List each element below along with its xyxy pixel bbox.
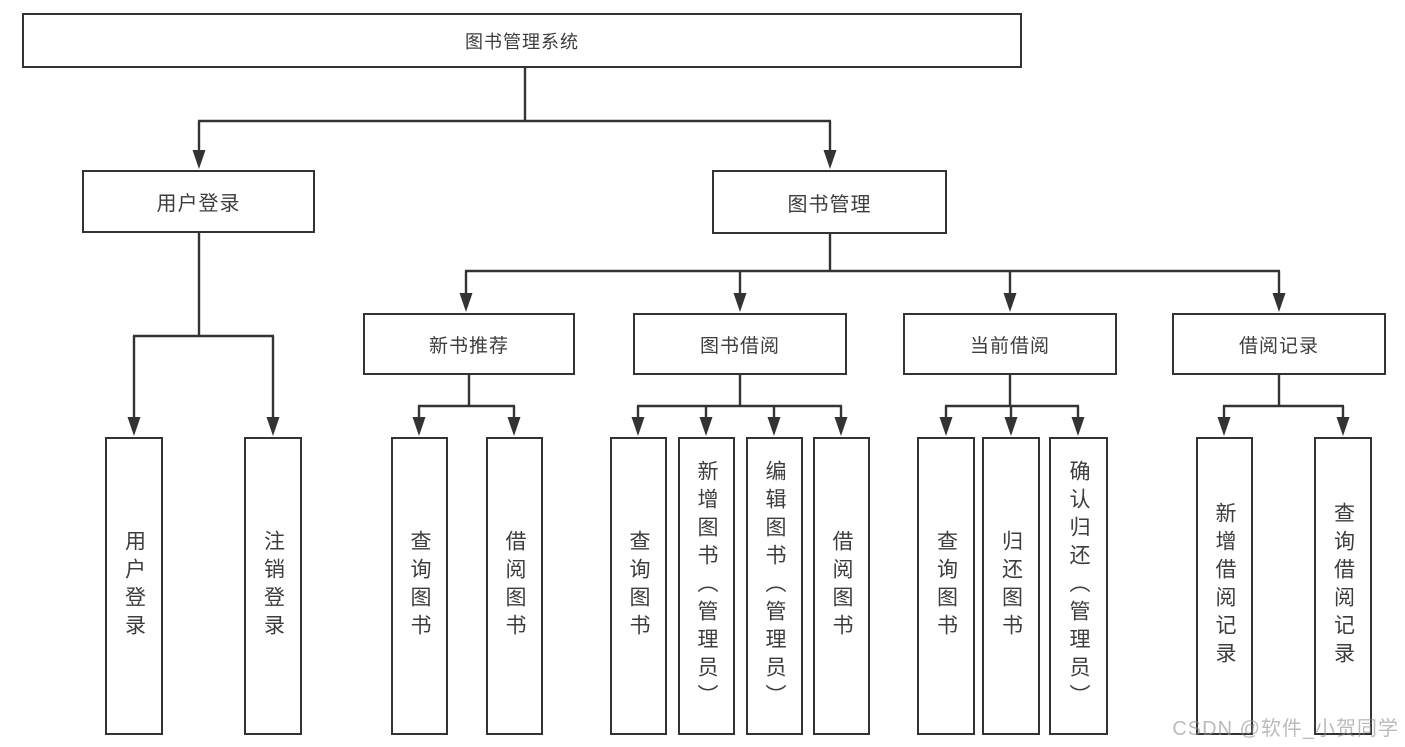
node-label: 查询借阅记录 (1331, 502, 1355, 670)
node-label: 新书推荐 (428, 335, 509, 357)
arrowhead-group (127, 150, 1350, 436)
node-label: 查询图书 (408, 530, 431, 642)
node-book-management: 图书管理 (712, 170, 947, 234)
node-label: 借阅记录 (1238, 335, 1319, 357)
node-label: 用户登录 (156, 193, 241, 215)
node-label: 新增借阅记录 (1213, 502, 1236, 670)
node-new-book-recommend: 新书推荐 (363, 313, 575, 375)
leaf-query-book-1: 查询图书 (391, 437, 448, 735)
leaf-borrow-book-1: 借阅图书 (486, 437, 543, 735)
leaf-query-borrow-record: 查询借阅记录 (1314, 437, 1372, 735)
node-label: 借阅图书 (503, 530, 526, 642)
leaf-edit-book-admin: 编辑图书（管理员） (746, 437, 803, 735)
leaf-query-book-2: 查询图书 (610, 437, 667, 735)
leaf-borrow-book-2: 借阅图书 (813, 437, 870, 735)
leaf-confirm-return-admin: 确认归还（管理员） (1049, 437, 1108, 735)
node-borrow-record: 借阅记录 (1172, 313, 1386, 375)
node-label: 新增图书（管理员） (695, 460, 718, 712)
node-label: 归还图书 (999, 530, 1023, 642)
node-label: 查询图书 (934, 530, 958, 642)
leaf-add-book-admin: 新增图书（管理员） (678, 437, 735, 735)
node-user-login: 用户登录 (82, 170, 315, 233)
node-label: 查询图书 (627, 530, 650, 642)
node-label: 注销登录 (261, 530, 285, 642)
leaf-add-borrow-record: 新增借阅记录 (1196, 437, 1253, 735)
node-library-management-system: 图书管理系统 (22, 13, 1022, 68)
node-label: 确认归还（管理员） (1067, 460, 1090, 712)
node-label: 借阅图书 (830, 530, 853, 642)
node-book-borrow: 图书借阅 (633, 313, 847, 375)
node-label: 用户登录 (122, 530, 146, 642)
node-label: 图书管理系统 (465, 31, 579, 52)
leaf-return-book: 归还图书 (982, 437, 1040, 735)
node-current-borrow: 当前借阅 (903, 313, 1117, 375)
node-label: 当前借阅 (969, 335, 1050, 357)
node-label: 编辑图书（管理员） (763, 460, 786, 712)
leaf-query-book-3: 查询图书 (917, 437, 975, 735)
csdn-watermark: CSDN @软件_小贺同学 (1172, 718, 1399, 740)
leaf-logout: 注销登录 (244, 437, 302, 735)
node-label: 图书借阅 (699, 335, 780, 357)
node-label: 图书管理 (787, 193, 872, 216)
leaf-user-login: 用户登录 (105, 437, 163, 735)
